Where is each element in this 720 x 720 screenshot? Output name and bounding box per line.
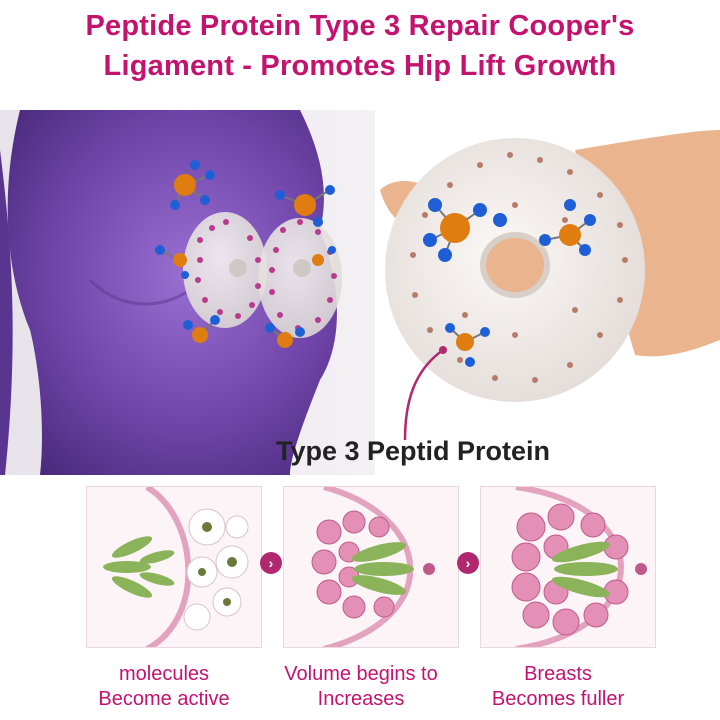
chevron-right-icon: › [457, 552, 479, 574]
step-1-illustration [86, 486, 262, 648]
process-steps: › › [86, 486, 656, 648]
step-1-caption: molecules Become active [98, 663, 230, 710]
patch-in-hand-photo [375, 110, 720, 475]
step-3-caption: Breasts Becomes fuller [491, 663, 625, 710]
torso-photo [0, 110, 375, 475]
chevron-right-icon: › [260, 552, 282, 574]
step-2-illustration [283, 486, 459, 648]
page-title: Peptide Protein Type 3 Repair Cooper's L… [0, 6, 720, 86]
peptide-callout-label: Type 3 Peptid Protein [276, 436, 551, 466]
step-2-caption: Volume begins to Increases [284, 663, 438, 710]
step-3-illustration [480, 486, 656, 648]
title-line-1: Peptide Protein Type 3 Repair Cooper's [85, 10, 635, 42]
title-line-2: Ligament - Promotes Hip Lift Growth [103, 50, 617, 82]
